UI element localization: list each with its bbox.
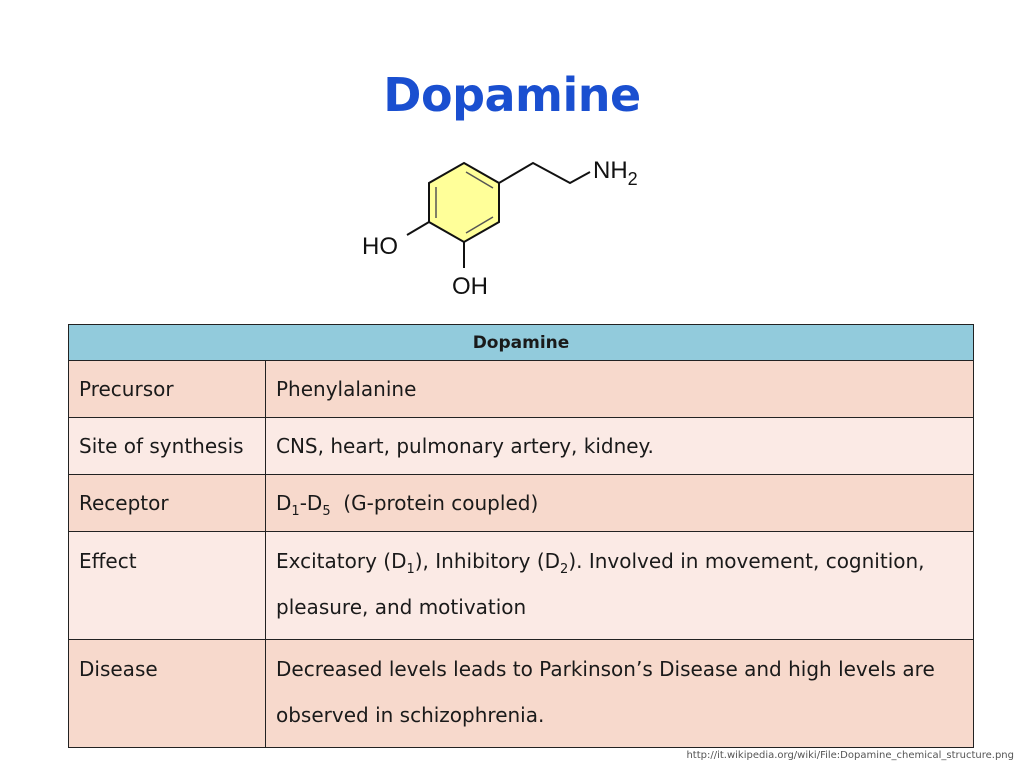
row-label: Disease [68,639,266,748]
dopamine-table: Dopamine Precursor Phenylalanine Site of… [68,324,974,748]
benzene-ring [428,161,500,244]
amine-label: NH2 [593,157,638,189]
row-label: Site of synthesis [68,417,266,475]
source-citation: http://it.wikipedia.org/wiki/File:Dopami… [686,750,1014,761]
row-label: Precursor [68,360,266,418]
dopamine-structure: NH2 HO OH [362,157,638,300]
row-value: Decreased levels leads to Parkinson’s Di… [265,639,974,748]
row-value: D1-D5 (G-protein coupled) [265,474,974,532]
table-row: Receptor D1-D5 (G-protein coupled) [68,474,974,532]
table-row: Disease Decreased levels leads to Parkin… [68,639,974,748]
row-value: CNS, heart, pulmonary artery, kidney. [265,417,974,475]
row-label: Effect [68,531,266,640]
slide-title: Dopamine [383,68,641,122]
table-header: Dopamine [68,324,974,361]
table-row: Precursor Phenylalanine [68,360,974,418]
hydroxyl-bottom-label: OH [452,273,488,300]
table-row: Site of synthesis CNS, heart, pulmonary … [68,417,974,475]
row-value: Excitatory (D1), Inhibitory (D2). Involv… [265,531,974,640]
row-value: Phenylalanine [265,360,974,418]
ethyl-chain [498,161,591,185]
hydroxyl-left-label: HO [362,233,398,260]
table-row: Effect Excitatory (D1), Inhibitory (D2).… [68,531,974,640]
row-label: Receptor [68,474,266,532]
